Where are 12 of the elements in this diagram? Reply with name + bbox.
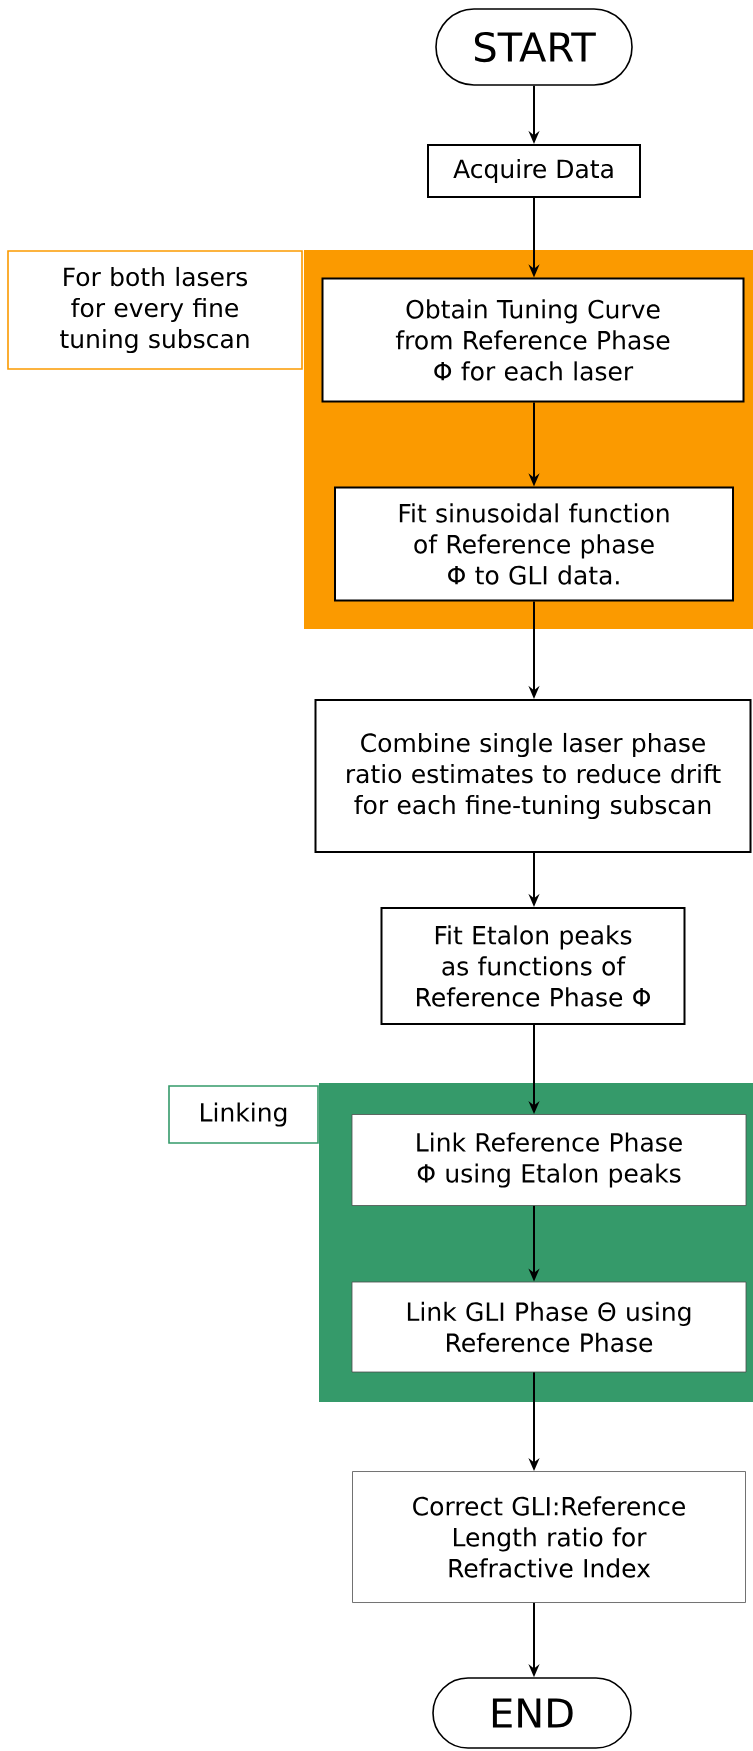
process-box: Combine single laser phase ratio estimates to reduce drift for each fine-tuning subscan [314, 699, 752, 853]
process-box: Link Reference Phase Φ using Etalon peaks [351, 1114, 747, 1206]
process-box: Correct GLI:Reference Length ratio for Refractive Index [352, 1471, 746, 1603]
group-label: For both lasers for every fine tuning subscan [7, 250, 303, 370]
group-label: Linking [168, 1085, 319, 1144]
terminal-box: END [432, 1677, 632, 1749]
process-box: Fit sinusoidal function of Reference phase Φ to GLI data. [334, 486, 734, 602]
terminal-box: START [435, 8, 633, 86]
process-box: Link GLI Phase Θ using Reference Phase [351, 1281, 747, 1373]
process-box: Obtain Tuning Curve from Reference Phase Φ for each laser [321, 277, 745, 403]
process-box: Acquire Data [427, 144, 641, 198]
process-box: Fit Etalon peaks as functions of Reference Phase Φ [380, 907, 686, 1025]
